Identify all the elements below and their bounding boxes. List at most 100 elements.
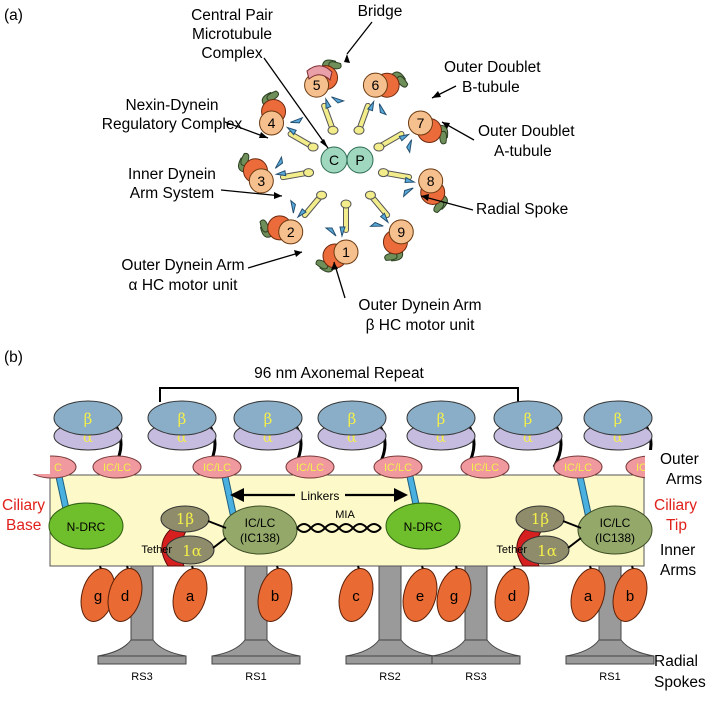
i1-alpha-head bbox=[165, 535, 215, 565]
right-crop bbox=[645, 450, 709, 485]
radial-spoke-head bbox=[327, 125, 339, 135]
outer-arm-beta-label: β bbox=[84, 410, 93, 428]
central-c-label: C bbox=[329, 152, 339, 168]
inner-dynein-arm bbox=[296, 208, 307, 219]
outer-arm-beta-label: β bbox=[524, 410, 533, 428]
i1-beta-head bbox=[160, 505, 210, 533]
inner-dynein-arm bbox=[274, 155, 284, 169]
inner-arm-head bbox=[107, 568, 143, 622]
i1-neck bbox=[562, 520, 582, 529]
ndrc-left bbox=[48, 502, 124, 550]
inner-dynein-arm bbox=[285, 126, 297, 136]
inner-arm-label-a: a bbox=[584, 588, 593, 605]
a-tubule bbox=[333, 239, 359, 265]
doublet-number-9: 9 bbox=[397, 224, 405, 240]
a-tubule bbox=[259, 110, 285, 136]
inner-arm-label-d: d bbox=[508, 588, 516, 605]
inner-dynein-arm bbox=[339, 226, 346, 238]
outer-arm-beta-label: β bbox=[437, 410, 446, 428]
inner-dynein-arm bbox=[274, 169, 287, 177]
radial-spoke-label: Radial Spoke bbox=[476, 201, 568, 218]
radial-spokes-label-1: Radial bbox=[654, 653, 698, 670]
inner-arm-head bbox=[402, 568, 438, 622]
bridge-arrow bbox=[346, 21, 373, 55]
rs-label-rs1: RS1 bbox=[245, 671, 266, 683]
radial-spoke-foot bbox=[345, 639, 435, 657]
i1-neck bbox=[207, 520, 227, 529]
ciliary-tip-label-1: Ciliary bbox=[654, 497, 697, 514]
rs-label-rs2: RS2 bbox=[379, 671, 400, 683]
inner-arm-head bbox=[338, 568, 374, 622]
iclc-pink bbox=[373, 455, 423, 479]
outer-arm-beta-label: β bbox=[178, 410, 187, 428]
outer-dynein-arm-alpha bbox=[395, 75, 409, 88]
doublet-number-6: 6 bbox=[372, 77, 380, 93]
central-pair-label-1: Central Pair bbox=[191, 7, 273, 24]
inner-dynein-arm bbox=[324, 227, 337, 237]
outer-dynein-arm-alpha bbox=[266, 90, 280, 102]
inner-dynein-arm bbox=[378, 103, 388, 116]
outer-arm-alpha-label: α bbox=[347, 428, 357, 446]
arrowhead bbox=[344, 54, 350, 63]
outer-arm-beta bbox=[406, 400, 476, 436]
radial-spoke-foot bbox=[565, 639, 655, 657]
a-tubule bbox=[418, 168, 444, 194]
a-tubule bbox=[407, 110, 433, 136]
ciliary-tip-label-2: Tip bbox=[666, 517, 687, 534]
inner-arm-head bbox=[570, 568, 606, 622]
iclc-ic138-label-1: IC/LC bbox=[600, 516, 631, 530]
iclc-pink bbox=[192, 455, 242, 479]
radial-spokes-group bbox=[279, 102, 413, 233]
inner-arm-label-g: g bbox=[94, 588, 102, 605]
outer-arm-beta bbox=[583, 400, 653, 436]
mia-link bbox=[296, 523, 382, 533]
a-tubule bbox=[362, 72, 388, 98]
repeat-label: 96 nm Axonemal Repeat bbox=[254, 365, 424, 382]
radial-spoke-base bbox=[211, 655, 301, 665]
inner-dynein-arm bbox=[406, 139, 413, 154]
i1-beta-head bbox=[515, 505, 565, 533]
iclc-pink bbox=[553, 455, 603, 479]
arrowhead bbox=[294, 250, 302, 257]
inner-dynein-arm bbox=[404, 176, 417, 184]
inner-arm-head bbox=[494, 568, 530, 622]
outer-arm-beta-label: β bbox=[348, 410, 357, 428]
i1-neck bbox=[212, 537, 227, 549]
outer-arms-label-2: Arms bbox=[666, 471, 702, 488]
radial-spoke-head bbox=[377, 168, 389, 178]
outer-arm-alpha-label: α bbox=[263, 428, 273, 446]
arrowhead bbox=[259, 132, 268, 138]
outer-arm-beta bbox=[53, 400, 123, 436]
outer-arm-beta bbox=[493, 400, 563, 436]
i1-beta-label: 1β bbox=[531, 510, 549, 528]
radial-spoke-foot bbox=[431, 639, 521, 657]
i1-alpha-head bbox=[520, 535, 570, 565]
outer-a-label-1: Outer Doublet bbox=[478, 123, 575, 140]
ida-arrow bbox=[220, 189, 283, 197]
repeat-bracket bbox=[159, 387, 519, 402]
outer-dynein-arm-alpha bbox=[439, 130, 447, 145]
ida-label-2: Arm System bbox=[130, 185, 214, 202]
outer-dynein-arm-alpha bbox=[259, 219, 270, 233]
outer-arm-alpha-label: α bbox=[177, 428, 187, 446]
outer-arm-alpha-label: α bbox=[523, 428, 533, 446]
bridge-label: Bridge bbox=[358, 3, 403, 20]
arrowhead bbox=[432, 91, 441, 98]
radial-spoke-head bbox=[340, 199, 352, 209]
rs-label-rs3: RS3 bbox=[131, 671, 152, 683]
inner-dynein-arm bbox=[331, 96, 346, 104]
radial-spoke-base bbox=[97, 655, 187, 665]
panel-a-label: (a) bbox=[4, 7, 23, 24]
outer-b-label-1: Outer Doublet bbox=[444, 59, 541, 76]
inner-arm-label-a: a bbox=[186, 588, 195, 605]
iclc-ic138-label-2: (IC138) bbox=[595, 531, 635, 545]
inner-dynein-arms-group bbox=[274, 96, 417, 238]
a-tubule bbox=[248, 168, 274, 194]
arrowhead bbox=[442, 122, 450, 129]
inner-dynein-arm bbox=[402, 187, 414, 198]
i1-beta-label: 1β bbox=[176, 510, 194, 528]
